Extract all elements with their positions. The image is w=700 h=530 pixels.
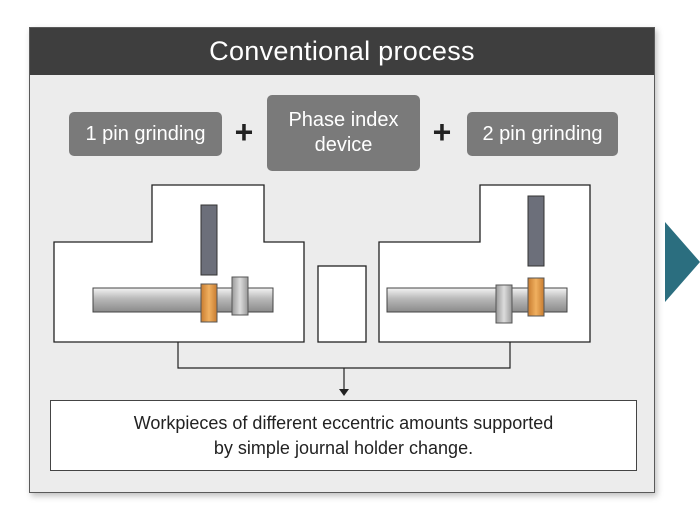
step-2-pin-grinding: 2 pin grinding (467, 112, 618, 156)
left-machine-housing (53, 184, 305, 343)
right-machine-housing (378, 184, 591, 343)
phase-index-line2: device (314, 134, 373, 156)
connector-line (177, 342, 511, 369)
left-grinding-wheel (200, 204, 218, 276)
panel-title: Conventional process (30, 28, 654, 75)
left-journal-holder (231, 276, 249, 316)
note-line2: by simple journal holder change. (213, 437, 474, 458)
plus-sign-2: + (432, 114, 452, 150)
right-grinding-wheel (527, 195, 545, 267)
connector-arrowhead (339, 389, 349, 396)
left-pin-highlight (200, 283, 218, 323)
plus-sign-1: + (234, 114, 254, 150)
chevron-right-icon (665, 222, 700, 302)
right-pin-highlight (527, 277, 545, 317)
phase-index-device-box (317, 265, 367, 343)
right-journal-holder (495, 284, 513, 324)
phase-index-line1: Phase index (288, 109, 399, 131)
note-box: Workpieces of different eccentric amount… (50, 400, 637, 471)
step-1-pin-grinding: 1 pin grinding (69, 112, 222, 156)
note-line1: Workpieces of different eccentric amount… (133, 413, 554, 434)
step-phase-index-device: Phase index device (267, 95, 420, 171)
